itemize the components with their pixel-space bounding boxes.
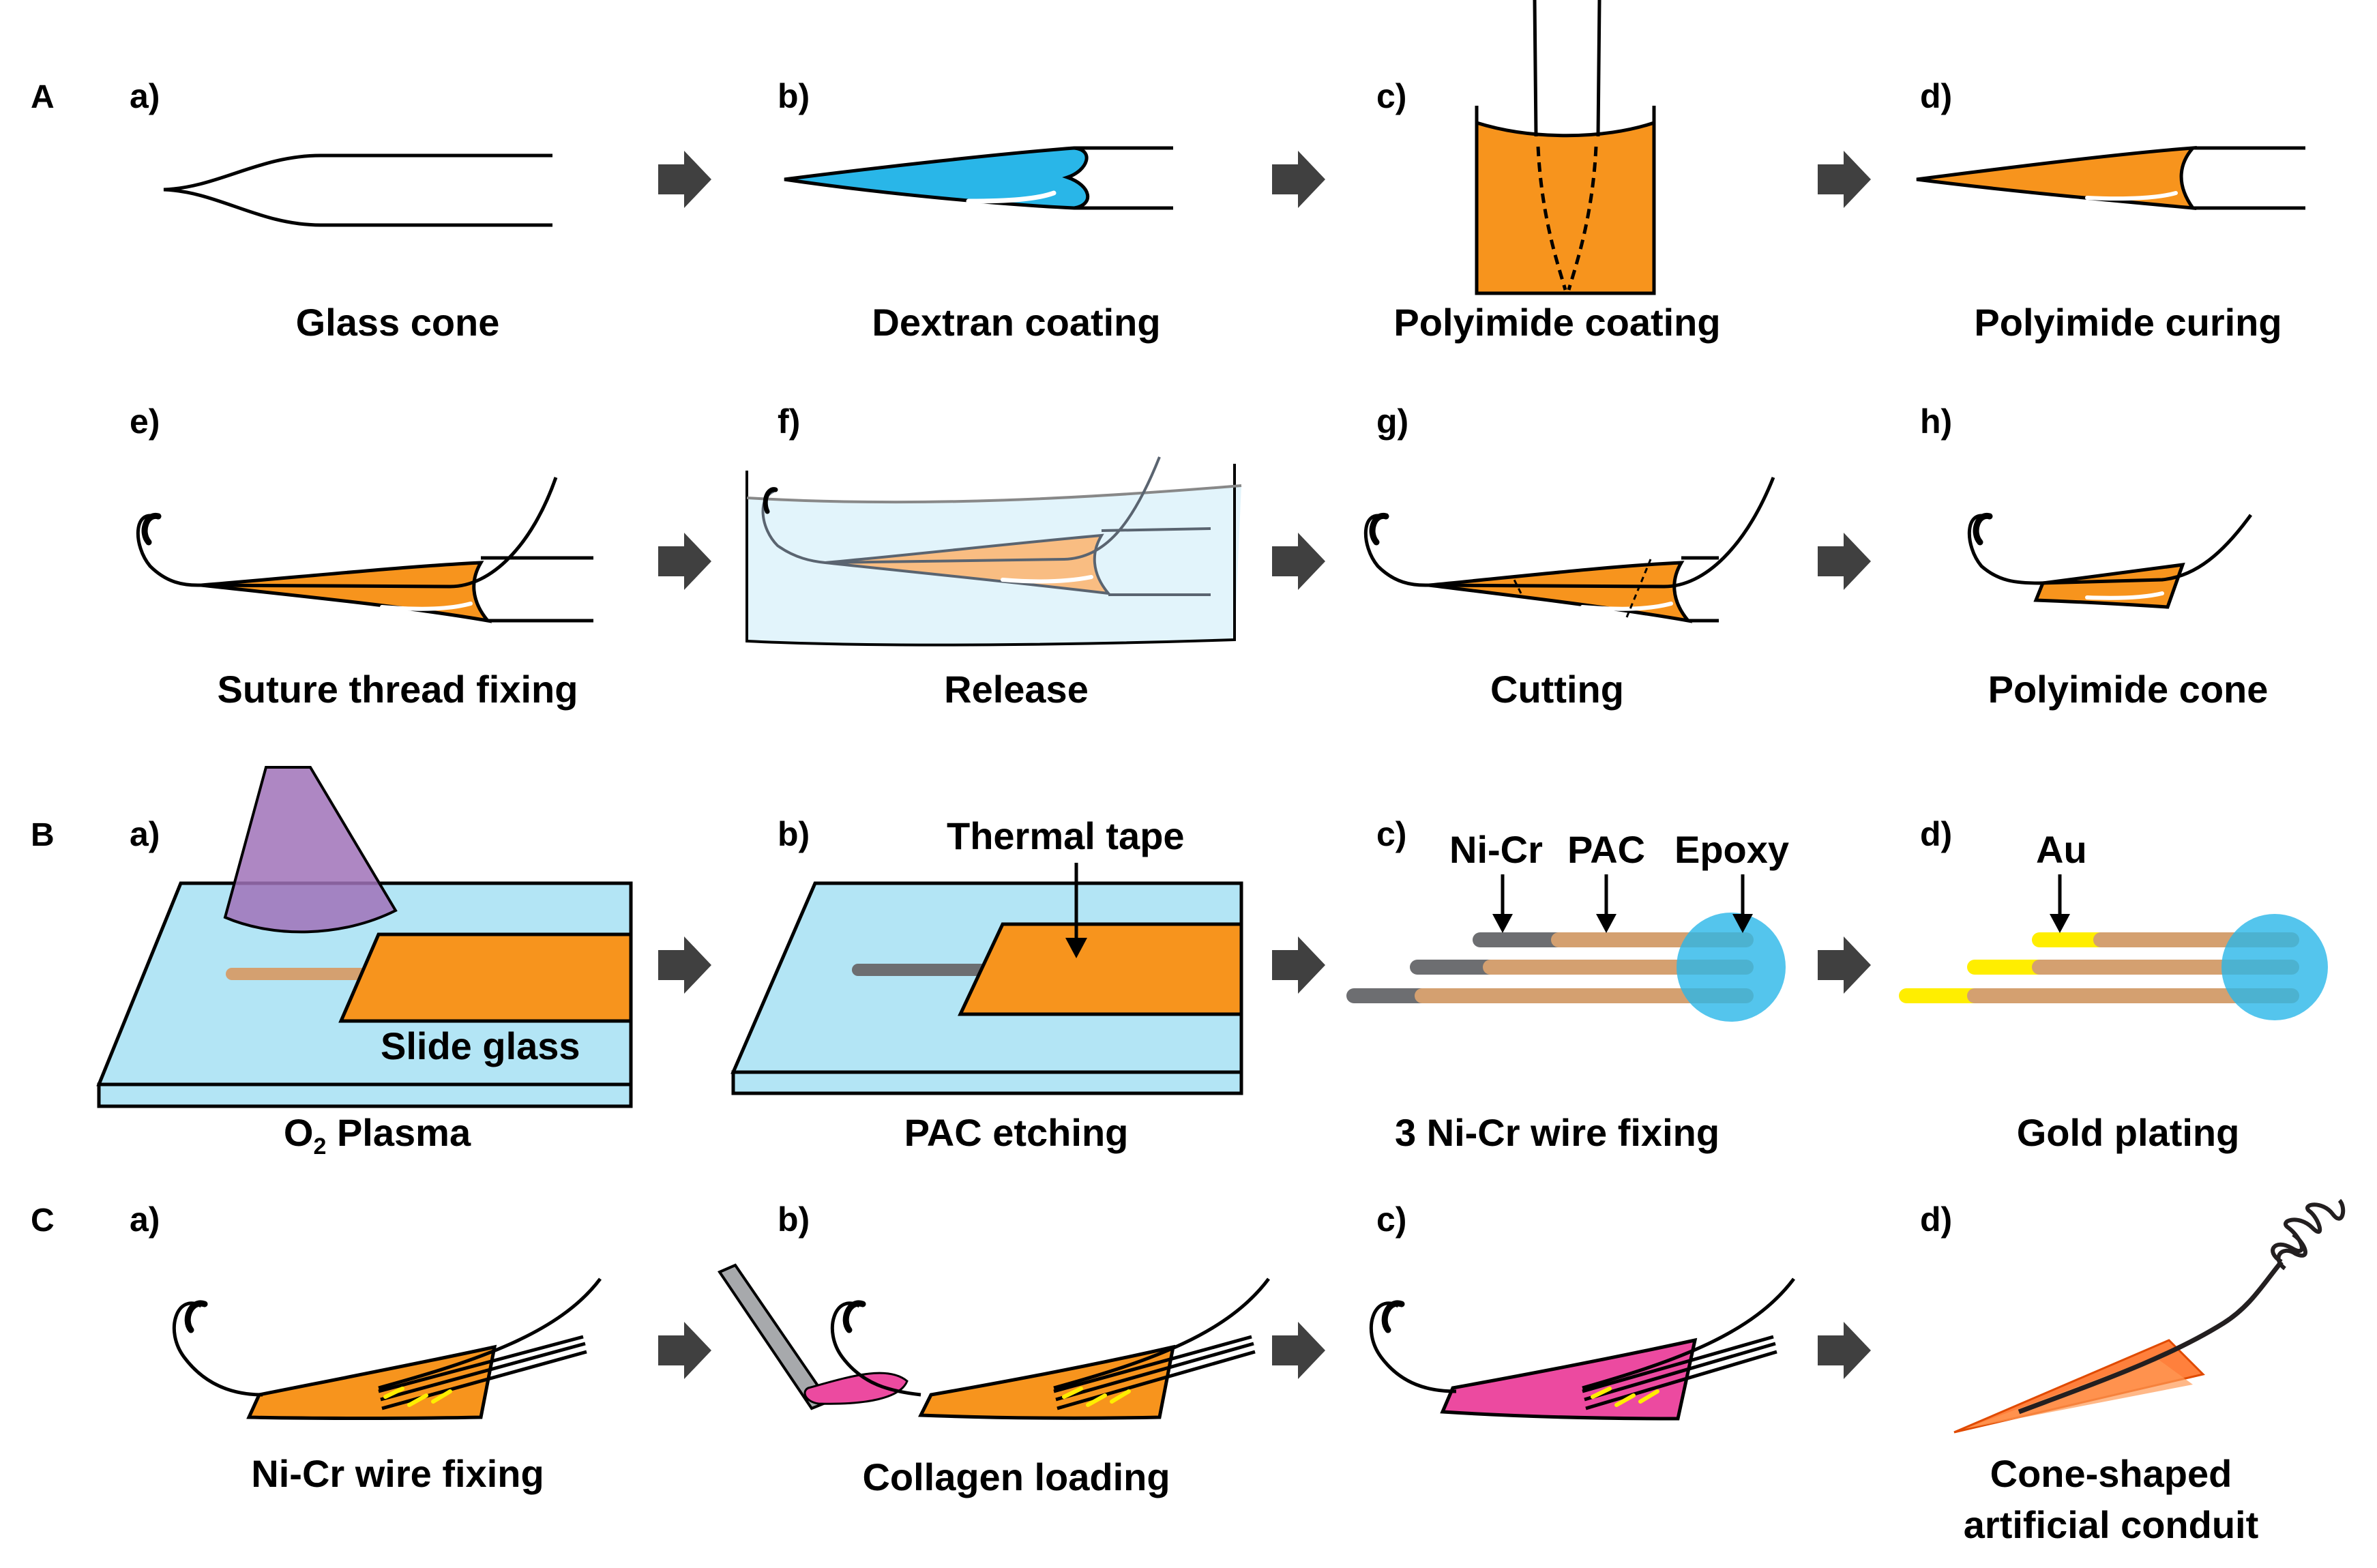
panel-letter: b) xyxy=(778,815,810,853)
panel-letter: f) xyxy=(778,402,800,441)
step-arrow xyxy=(1818,936,1871,994)
step-caption: Ni-Cr wire fixing xyxy=(251,1452,544,1495)
panel-cone-wire-fixing: a) Ni-Cr wire fixing xyxy=(130,1200,602,1495)
step-arrow xyxy=(1272,533,1325,590)
step-arrow xyxy=(658,151,711,208)
step-caption: Cutting xyxy=(1490,668,1624,711)
panel-polyimide-coating: c) Polyimide coating xyxy=(1376,0,1721,344)
panel-dextran-coating: b) Dextran coating xyxy=(778,77,1173,344)
panel-gold-plating: d) Au Gold plating xyxy=(1899,815,2328,1154)
step-arrow xyxy=(1818,533,1871,590)
step-caption: 3 Ni-Cr wire fixing xyxy=(1395,1111,1719,1154)
step-caption: Cone-shaped xyxy=(1990,1452,2232,1495)
step-arrow xyxy=(658,533,711,590)
panel-letter: b) xyxy=(778,1200,810,1239)
panel-collagen-loading: b) Collagen loading xyxy=(717,1200,1270,1498)
panel-letter: d) xyxy=(1920,1200,1952,1239)
step-caption: artificial conduit xyxy=(1964,1503,2259,1546)
step-caption: Glass cone xyxy=(296,301,500,344)
step-caption: PAC etching xyxy=(904,1111,1129,1154)
panel-polyimide-curing: d) Polyimide curing xyxy=(1916,77,2305,344)
step-arrow xyxy=(1272,151,1325,208)
panel-letter: d) xyxy=(1920,815,1952,853)
panel-letter: a) xyxy=(130,1200,160,1239)
step-arrow xyxy=(658,1322,711,1379)
panel-pac-etching: b) Thermal tape PAC etching xyxy=(730,814,1243,1154)
panel-letter: e) xyxy=(130,402,160,441)
label-thermal-tape: Thermal tape xyxy=(947,814,1185,857)
panel-cutting: g) Cutting xyxy=(1363,402,1775,711)
panel-collagen-loaded-cone: c) xyxy=(1369,1200,1795,1421)
section-label-b: B xyxy=(31,817,55,853)
panel-suture-thread-fixing: e) Suture thread fixing xyxy=(130,402,593,711)
step-caption: Polyimide curing xyxy=(1974,301,2282,344)
label-nicr: Ni-Cr xyxy=(1449,828,1543,871)
panel-glass-cone: a) Glass cone xyxy=(130,77,552,344)
panel-letter: d) xyxy=(1920,77,1952,115)
panel-artificial-conduit: d) Cone-shaped artificial conduit xyxy=(1920,1198,2346,1546)
step-caption: Polyimide cone xyxy=(1988,668,2269,711)
label-pac: PAC xyxy=(1567,828,1645,871)
panel-nicr-wire-fixing: c) Ni-Cr PAC Epoxy 3 Ni-Cr wire fixing xyxy=(1346,815,1789,1154)
panel-letter: a) xyxy=(130,77,160,115)
panel-letter: h) xyxy=(1920,402,1952,441)
panel-letter: c) xyxy=(1376,815,1406,853)
step-arrow xyxy=(1272,1322,1325,1379)
step-caption: Polyimide coating xyxy=(1393,301,1720,344)
panel-letter: a) xyxy=(130,815,160,853)
step-caption: Dextran coating xyxy=(872,301,1160,344)
section-label-a: A xyxy=(31,79,55,115)
panel-letter: c) xyxy=(1376,77,1406,115)
step-caption: Gold plating xyxy=(2017,1111,2240,1154)
panel-letter: c) xyxy=(1376,1200,1406,1239)
panel-release: f) Release xyxy=(745,402,1242,711)
label-au: Au xyxy=(2036,828,2087,871)
step-caption: Release xyxy=(944,668,1089,711)
panel-polyimide-cone: h) Polyimide cone xyxy=(1920,402,2268,711)
step-arrow xyxy=(658,936,711,994)
step-caption: Collagen loading xyxy=(862,1455,1170,1498)
label-epoxy: Epoxy xyxy=(1674,828,1789,871)
step-arrow xyxy=(1272,936,1325,994)
panel-letter: g) xyxy=(1376,402,1408,441)
section-label-c: C xyxy=(31,1202,55,1239)
panel-o2-plasma: a) Slide glass O2 Plasma xyxy=(96,766,633,1159)
step-arrow xyxy=(1818,151,1871,208)
step-arrow xyxy=(1818,1322,1871,1379)
panel-letter: b) xyxy=(778,77,810,115)
step-caption: Suture thread fixing xyxy=(218,668,578,711)
step-caption: O2 Plasma xyxy=(284,1111,471,1159)
label-slide-glass: Slide glass xyxy=(381,1024,580,1067)
